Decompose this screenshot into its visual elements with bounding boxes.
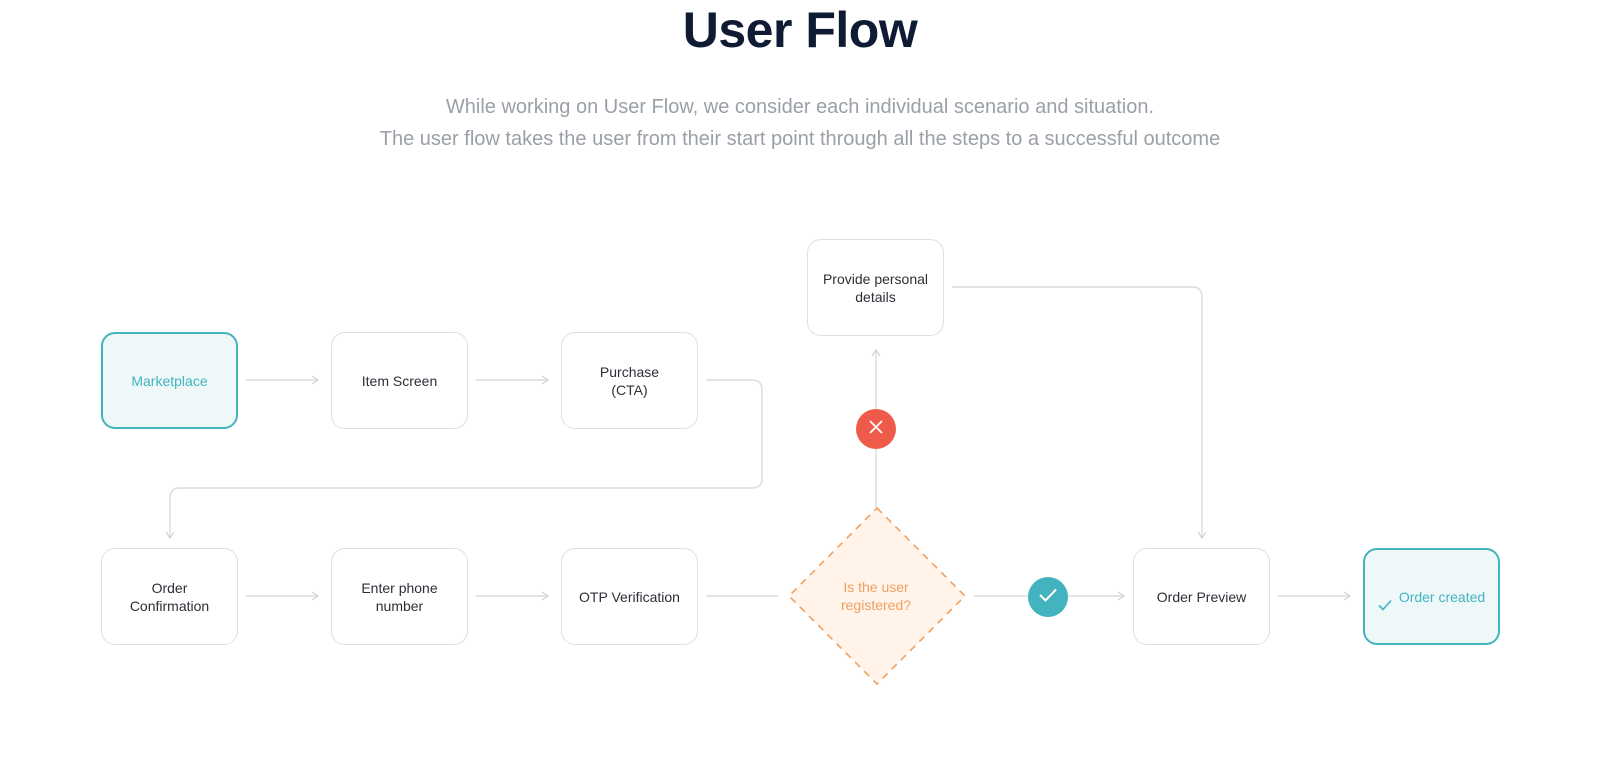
- check-icon: [1378, 579, 1392, 615]
- decision-diamond: [787, 506, 967, 686]
- accept-badge: [1028, 577, 1068, 617]
- node-order-created: Order created: [1363, 548, 1500, 645]
- node-order-preview: Order Preview: [1133, 548, 1270, 645]
- check-icon: [1039, 588, 1057, 607]
- node-otp-verification: OTP Verification: [561, 548, 698, 645]
- node-enter-phone-number: Enter phone number: [331, 548, 468, 645]
- reject-badge: [856, 409, 896, 449]
- decision-label: Is the user registered?: [840, 579, 912, 613]
- node-item-screen: Item Screen: [331, 332, 468, 429]
- close-icon: [868, 419, 884, 440]
- node-order-confirmation: Order Confirmation: [101, 548, 238, 645]
- subtitle-line-1: While working on User Flow, we consider …: [445, 96, 1155, 118]
- node-provide-personal-details: Provide personal details: [807, 239, 944, 336]
- order-created-label: Order created: [1398, 588, 1486, 605]
- connector-details-preview: [952, 286, 1207, 540]
- connector-purchase-confirmation: [165, 379, 763, 540]
- node-marketplace: Marketplace: [101, 332, 238, 429]
- node-purchase-cta: Purchase (CTA): [561, 332, 698, 429]
- page-title: User Flow: [682, 2, 918, 58]
- subtitle-line-2: The user flow takes the user from their …: [379, 128, 1221, 150]
